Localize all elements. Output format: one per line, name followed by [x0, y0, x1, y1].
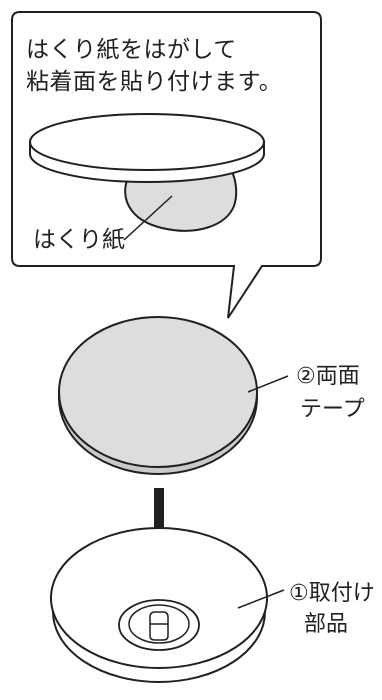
mounting-part — [49, 527, 269, 683]
release-liner-label: はくり紙 — [33, 227, 125, 253]
callout-disc — [29, 113, 265, 183]
double-sided-tape — [58, 316, 258, 475]
mount-label-line1: ①取付け — [289, 581, 375, 606]
tape-label-line2: テープ — [300, 397, 365, 422]
tape-label-line1: ②両面 — [296, 364, 360, 389]
callout-instruction-line2: 粘着面を貼り付けます。 — [26, 69, 283, 95]
liner-leader-line — [123, 195, 173, 241]
callout-instruction-line1: はくり紙をはがして — [26, 37, 237, 63]
tape-leader-line — [247, 375, 289, 393]
mount-label-line2: 部品 — [304, 612, 349, 637]
mount-leader-line — [237, 589, 285, 609]
double-sided-tape-label: ②両面 テープ — [296, 360, 365, 426]
mounting-part-label: ①取付け 部品 — [289, 578, 375, 640]
